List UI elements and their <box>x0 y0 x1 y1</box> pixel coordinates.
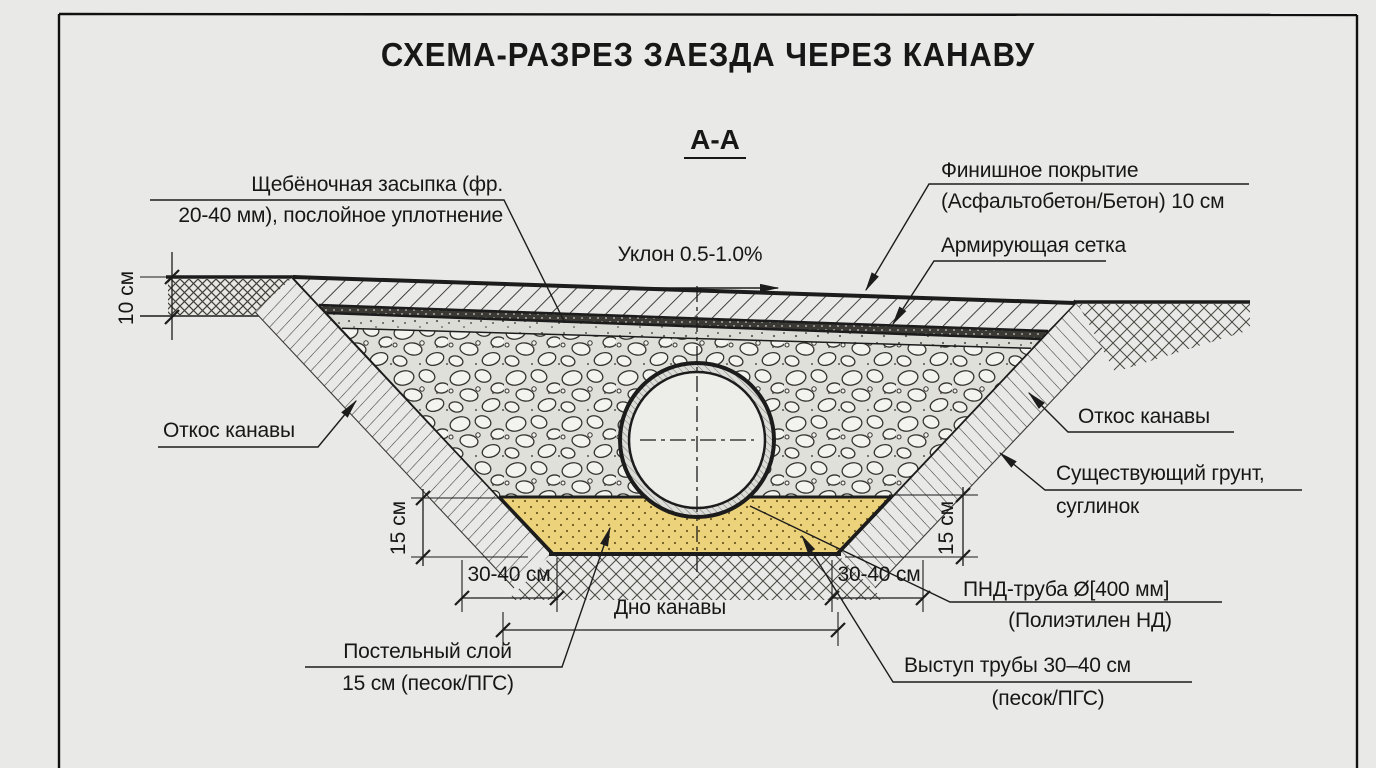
page-title: СХЕМА-РАЗРЕЗ ЗАЕЗДА ЧЕРЕЗ КАНАВУ <box>380 36 1036 73</box>
callout-reinforcing-mesh: Армирующая сетка <box>941 234 1126 257</box>
dim-offset-left: 30-40 см <box>467 563 551 586</box>
callout-existing-soil-line1: Существующий грунт, <box>1056 462 1265 485</box>
fine-gravel-layer <box>327 313 1040 349</box>
dim-bedding-right: 15 см <box>935 500 958 556</box>
callout-slope-note: Уклон 0.5-1.0% <box>617 243 763 266</box>
bottom-band <box>508 555 884 600</box>
callout-protrusion-line2: (песок/ПГС) <box>991 687 1105 710</box>
leader-finish-coat <box>865 183 1249 292</box>
reinforcing-mesh-layer <box>319 305 1048 339</box>
dimension-lines <box>140 252 978 646</box>
callout-bedding-line1: Постельный слой <box>343 640 512 663</box>
ground-right <box>1074 300 1250 372</box>
callout-pipe-line2: (Полиэтилен НД) <box>1008 609 1172 632</box>
left-slope-band <box>255 277 552 588</box>
callout-crushed-stone-line2: 20-40 мм), послойное уплотнение <box>178 204 503 227</box>
callout-pipe-line1: ПНД-труба Ø[400 мм] <box>963 578 1170 601</box>
leader-pipe <box>749 505 1222 603</box>
callout-finish-coat-line1: Финишное покрытие <box>941 159 1139 182</box>
callout-finish-coat-line2: (Асфальтобетон/Бетон) 10 см <box>941 190 1225 213</box>
leader-crushed-stone <box>150 199 566 324</box>
callout-protrusion-line1: Выступ трубы 30–40 см <box>904 654 1131 677</box>
right-slope-band <box>838 302 1112 588</box>
leader-slope-right <box>1028 392 1234 433</box>
callout-ditch-slope-left: Откос канавы <box>163 419 295 442</box>
leader-slope-left <box>158 399 357 448</box>
pipe <box>618 286 776 578</box>
finish-coat-layer <box>293 277 1075 331</box>
callout-existing-soil-line2: суглинок <box>1056 495 1140 518</box>
callout-bedding-line2: 15 см (песок/ПГС) <box>342 672 514 695</box>
callout-crushed-stone-line1: Щебёночная засыпка (фр. <box>251 173 503 196</box>
callout-ditch-slope-right: Откос канавы <box>1078 405 1210 428</box>
leader-existing-soil <box>998 452 1302 491</box>
dim-topsoil-depth: 10 см <box>115 270 138 326</box>
callout-ditch-bottom: Дно канавы <box>613 596 727 619</box>
leader-mesh <box>892 260 1106 326</box>
dim-bedding-left: 15 см <box>387 500 410 556</box>
sheet-frame <box>57 12 1359 768</box>
leader-lines <box>150 183 1302 683</box>
section-marker: А-А <box>655 124 775 159</box>
leader-bedding <box>305 526 611 668</box>
dim-offset-right: 30-40 см <box>837 563 921 586</box>
section-marker-text: А-А <box>684 124 746 159</box>
